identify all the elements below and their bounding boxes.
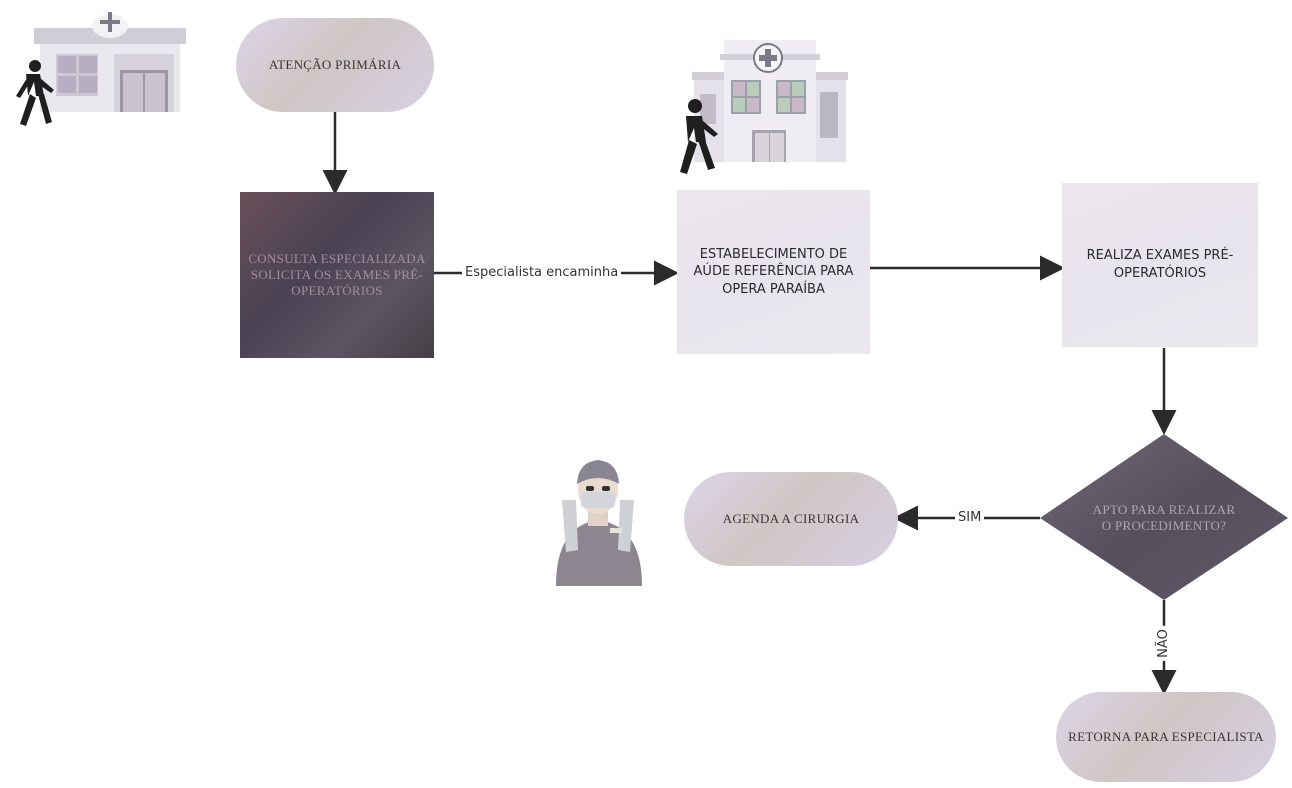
node-decisao-label: APTO PARA REALIZAR O PROCEDIMENTO? (1092, 501, 1236, 533)
walking-person-icon (680, 99, 718, 174)
decision-diamond (1040, 434, 1288, 600)
node-estabelecimento-label: ESTABELECIMENTO DE AÚDE REFERÊNCIA PARA … (693, 246, 854, 297)
node-agenda-label: AGENDA A CIRURGIA (722, 511, 860, 526)
node-decisao-label-wrap: APTO PARA REALIZAR O PROCEDIMENTO? (1090, 480, 1238, 556)
hospital-icon (692, 40, 848, 162)
clinic-icon (34, 12, 186, 112)
node-realiza-exames: REALIZA EXAMES PRÉ-OPERATÓRIOS (1062, 183, 1258, 347)
edge-label-especialista-encaminha: Especialista encaminha (462, 265, 622, 280)
edge-label-nao: NÃO (1155, 626, 1171, 661)
node-consulta-especializada: CONSULTA ESPECIALIZADA SOLICITA OS EXAME… (240, 192, 434, 358)
walking-person-icon (16, 60, 54, 126)
node-agenda-cirurgia: AGENDA A CIRURGIA (684, 472, 898, 566)
surgeon-icon (556, 460, 642, 586)
node-atencao-primaria: ATENÇÃO PRIMÁRIA (236, 18, 434, 112)
node-atencao-primaria-label: ATENÇÃO PRIMÁRIA (268, 57, 402, 72)
node-estabelecimento: ESTABELECIMENTO DE AÚDE REFERÊNCIA PARA … (677, 190, 870, 354)
node-exames-label: REALIZA EXAMES PRÉ-OPERATÓRIOS (1086, 248, 1234, 281)
edge-label-sim: SIM (955, 510, 985, 525)
node-retorna-especialista: RETORNA PARA ESPECIALISTA (1056, 692, 1276, 782)
node-retorna-label: RETORNA PARA ESPECIALISTA (1068, 729, 1264, 745)
node-consulta-label: CONSULTA ESPECIALIZADA SOLICITA OS EXAME… (248, 250, 426, 299)
